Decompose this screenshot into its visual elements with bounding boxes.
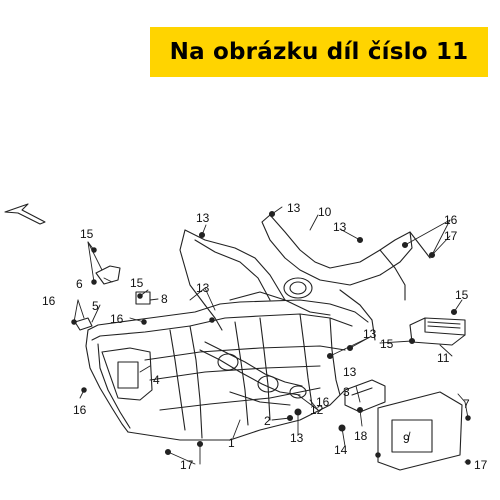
callout-10: 10: [318, 205, 332, 219]
callout-9: 9: [403, 432, 410, 446]
callout-13-b: 13: [287, 201, 301, 215]
callout-1: 1: [228, 436, 235, 450]
callout-13-f: 13: [290, 431, 304, 445]
callout-13-a: 13: [196, 211, 210, 225]
callout-13-g: 13: [343, 365, 357, 379]
callout-15-d: 15: [380, 337, 394, 351]
callout-2: 2: [264, 414, 271, 428]
callout-15-b: 15: [130, 276, 144, 290]
callout-11: 11: [437, 351, 450, 365]
callout-17-b: 17: [180, 458, 194, 472]
callout-16-a: 16: [42, 294, 56, 308]
callout-16-b: 16: [110, 312, 124, 326]
callout-4: 4: [153, 373, 160, 387]
callout-3: 3: [343, 385, 350, 399]
callout-labels: 1 2 3 4 5 6 7 8 9 10 11 12 13 13 13 13 1…: [42, 201, 488, 472]
callout-13-e: 13: [363, 327, 377, 341]
callout-17-a: 17: [444, 229, 458, 243]
callout-15-a: 15: [80, 227, 94, 241]
part-11-box: [409, 317, 466, 346]
part-3-bracket: [344, 379, 386, 413]
callout-16-d: 16: [444, 213, 458, 227]
callout-15-c: 15: [455, 288, 469, 302]
small-brackets: [74, 265, 151, 331]
callout-5: 5: [92, 299, 99, 313]
callout-13-d: 13: [196, 281, 210, 295]
callout-17-c: 17: [474, 458, 488, 472]
part-9-plate: [377, 391, 463, 471]
callout-8: 8: [161, 292, 168, 306]
upper-cover: [179, 214, 431, 341]
callout-16-e: 16: [316, 395, 330, 409]
callout-6: 6: [76, 277, 83, 291]
callout-14: 14: [334, 443, 348, 457]
part-number-banner: Na obrázku díl číslo 11: [150, 27, 488, 77]
front-direction-arrow-icon: [4, 203, 46, 225]
callout-7: 7: [463, 397, 470, 411]
callout-18: 18: [354, 429, 368, 443]
banner-text: Na obrázku díl číslo 11: [169, 39, 469, 65]
center-duct: [199, 341, 307, 406]
leader-lines: [73, 206, 469, 465]
callout-13-c: 13: [333, 220, 347, 234]
body-frame-outline: [85, 299, 369, 441]
callout-12: 12: [310, 403, 324, 417]
callout-16-c: 16: [73, 403, 87, 417]
